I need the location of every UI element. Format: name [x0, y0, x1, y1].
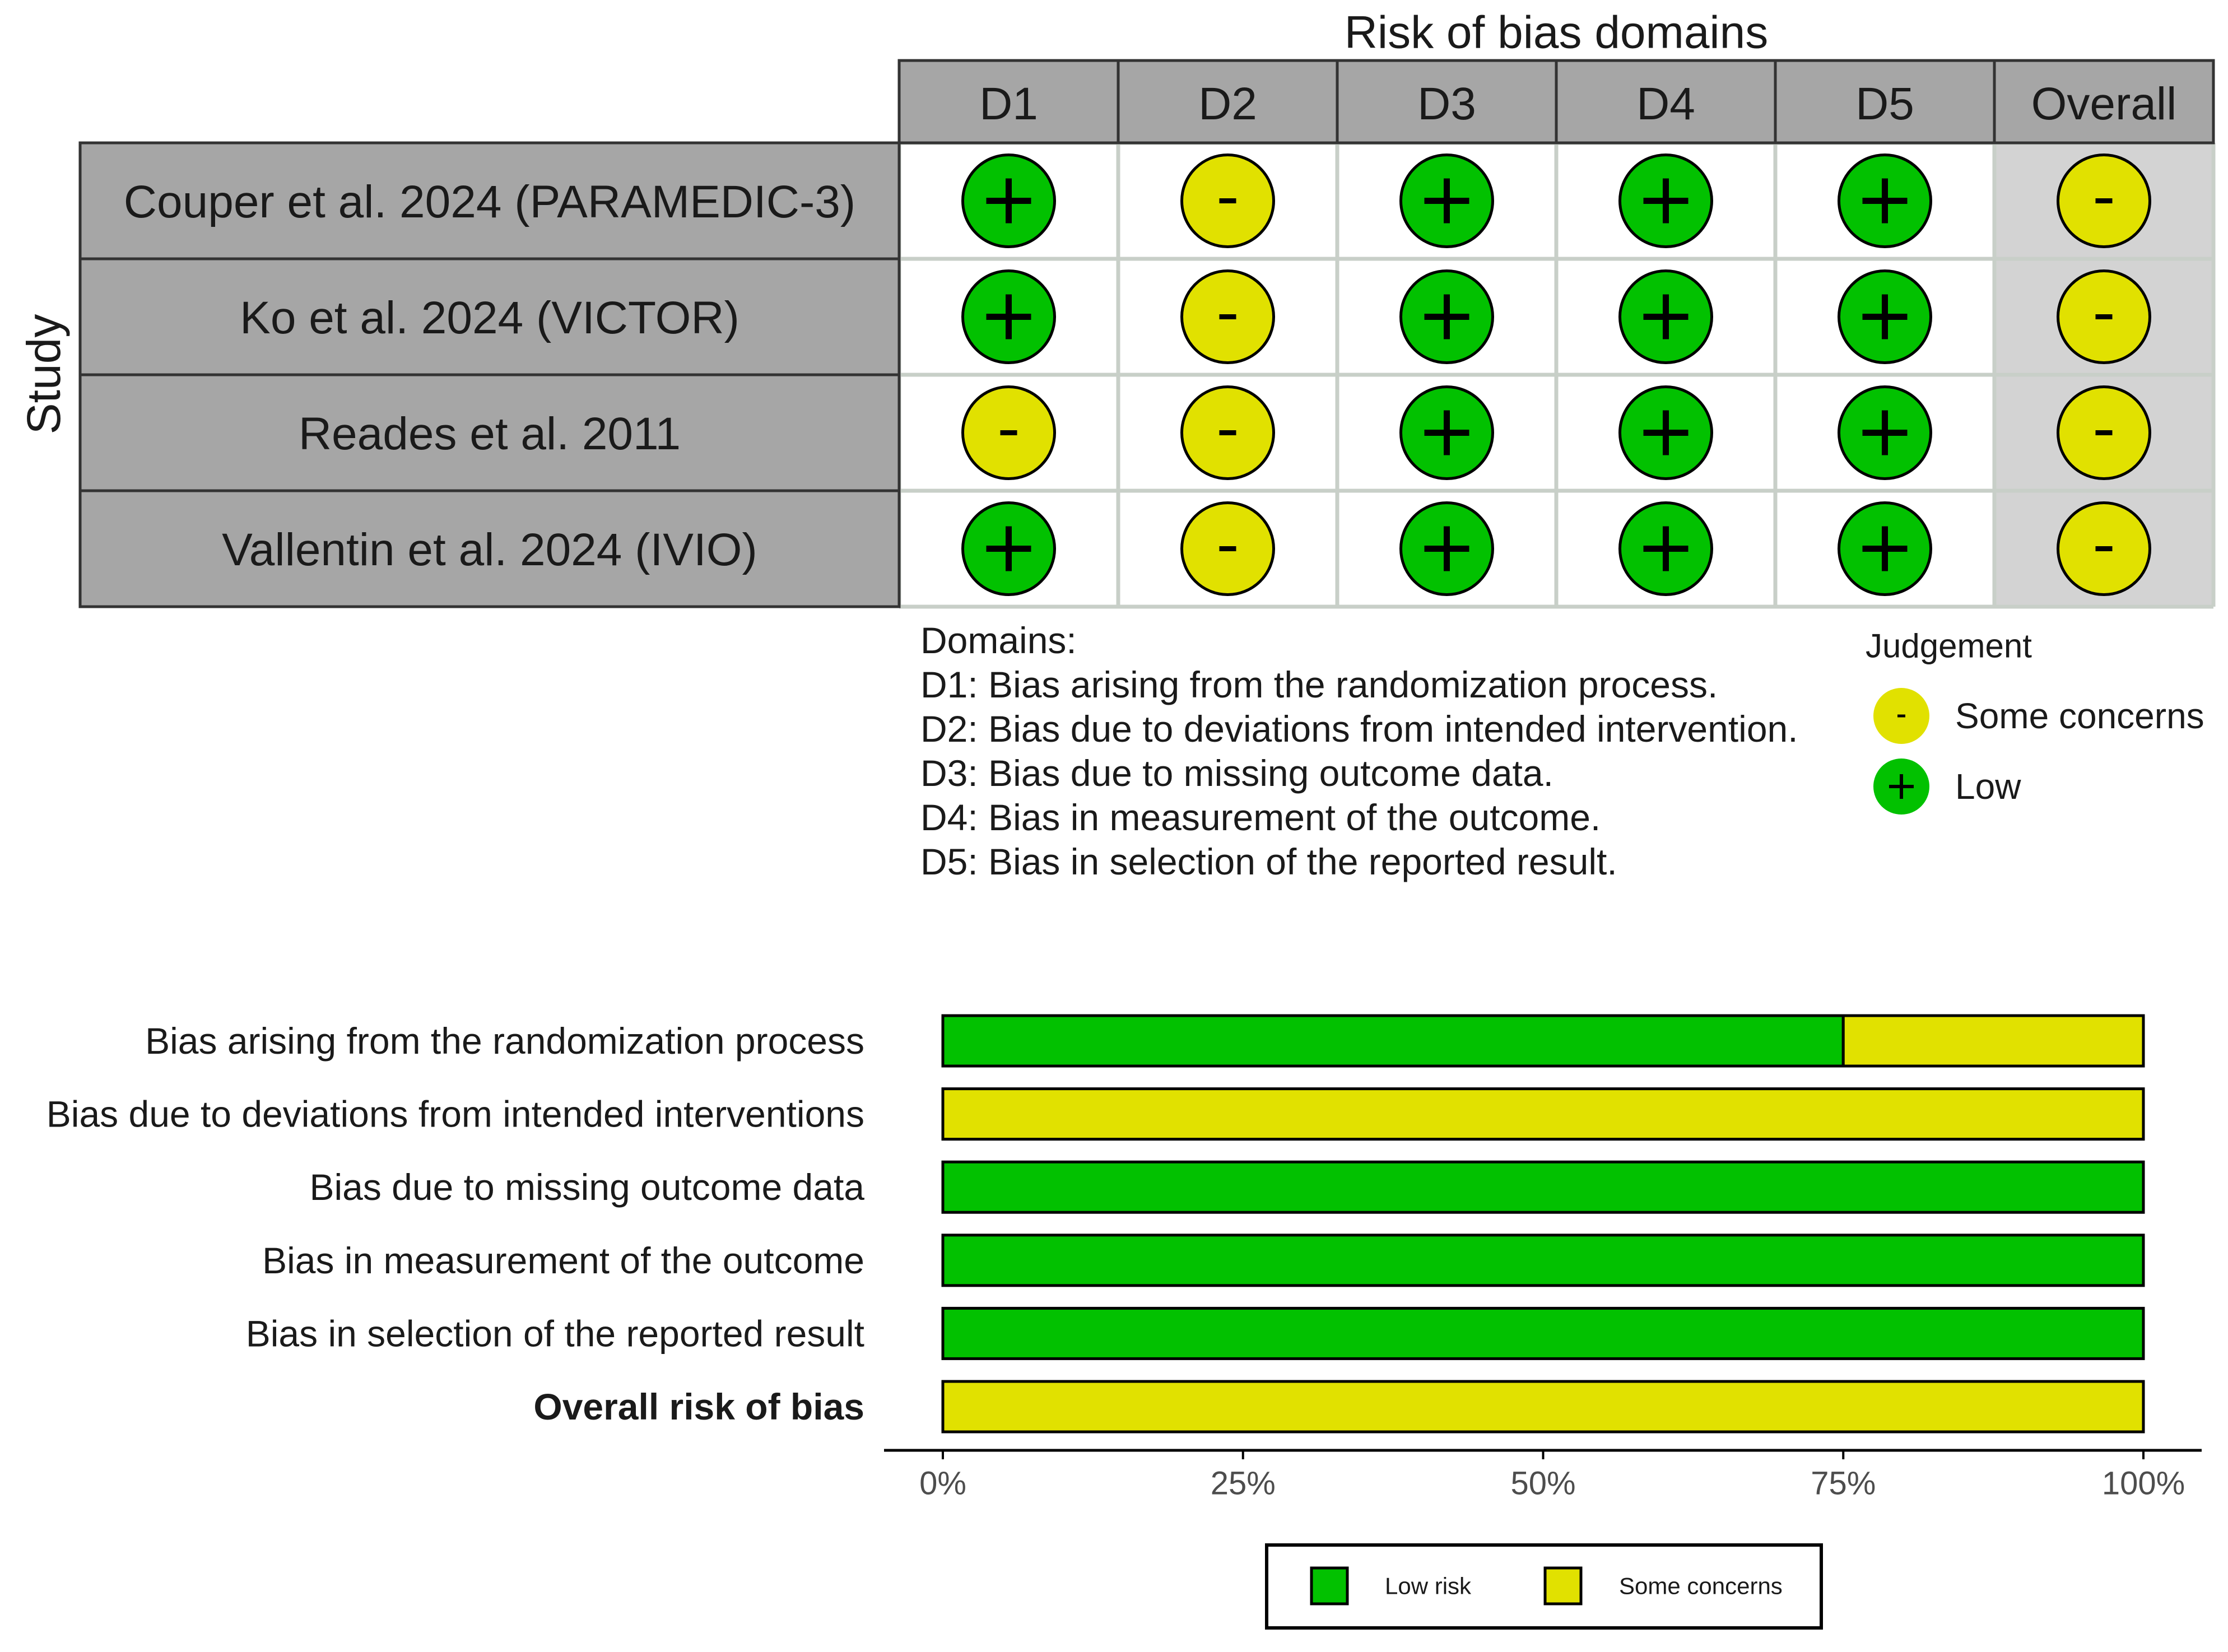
plus-icon	[1889, 774, 1914, 799]
column-header-cell	[1336, 59, 1558, 145]
bar-segment-some	[1841, 1014, 2145, 1068]
bar-legend-swatch-some	[1543, 1566, 1583, 1606]
bar-segment-low	[941, 1014, 1845, 1068]
category-label: Overall risk of bias	[533, 1386, 864, 1427]
bar-segment-low	[941, 1234, 2145, 1287]
plus-icon	[1424, 294, 1469, 339]
column-header-label: D4	[1636, 78, 1695, 129]
category-label: Bias due to missing outcome data	[309, 1166, 864, 1208]
study-label-cell	[78, 257, 901, 376]
study-label-cell	[78, 489, 901, 608]
domain-note: D4: Bias in measurement of the outcome.	[920, 797, 1601, 838]
category-label: Bias in selection of the reported result	[246, 1313, 864, 1354]
x-tick-label: 100%	[2102, 1465, 2185, 1502]
domain-note: D5: Bias in selection of the reported re…	[920, 841, 1617, 882]
plus-icon	[986, 178, 1031, 224]
study-name: Couper et al. 2024 (PARAMEDIC-3)	[124, 176, 855, 227]
bar-segment-low	[941, 1306, 2145, 1360]
plus-icon	[1862, 410, 1908, 455]
column-header-label: D1	[979, 78, 1038, 129]
plus-icon	[986, 526, 1031, 571]
plus-icon	[1643, 410, 1689, 455]
domain-note: D3: Bias due to missing outcome data.	[920, 752, 1553, 794]
plus-icon	[1424, 178, 1469, 224]
x-tick-label: 0%	[919, 1465, 966, 1502]
plus-icon	[986, 294, 1031, 339]
category-label: Bias in measurement of the outcome	[262, 1240, 864, 1281]
study-label-cell	[78, 141, 901, 260]
traffic-light-title: Risk of bias domains	[1345, 7, 1769, 58]
column-header-label: Overall	[2031, 78, 2177, 129]
judgement-legend-title: Judgement	[1866, 627, 2032, 665]
judgement-legend-label: Some concerns	[1955, 696, 2204, 736]
x-tick-label: 25%	[1211, 1465, 1276, 1502]
bar-segment-some	[941, 1380, 2145, 1434]
bar-segment-some	[941, 1087, 2145, 1141]
x-tick-label: 50%	[1510, 1465, 1575, 1502]
domain-note: D2: Bias due to deviations from intended…	[920, 708, 1798, 750]
bar-segment-low	[941, 1160, 2145, 1214]
plus-icon	[1862, 178, 1908, 224]
column-header-cell	[897, 59, 1120, 145]
plus-icon	[1424, 410, 1469, 455]
domains-heading: Domains:	[920, 620, 1077, 661]
column-header-cell	[1555, 59, 1777, 145]
column-header-cell	[1774, 59, 1996, 145]
plus-icon	[1424, 526, 1469, 571]
study-label-cell	[78, 373, 901, 492]
category-label: Bias arising from the randomization proc…	[145, 1020, 864, 1062]
study-name: Ko et al. 2024 (VICTOR)	[240, 292, 739, 343]
plus-icon	[1643, 526, 1689, 571]
column-header-cell	[1993, 59, 2215, 145]
plus-icon	[1862, 294, 1908, 339]
judgement-legend-label: Low	[1955, 766, 2021, 807]
study-name: Vallentin et al. 2024 (IVIO)	[222, 524, 757, 575]
column-header-label: D3	[1417, 78, 1476, 129]
y-axis-label-study: Study	[17, 314, 70, 435]
domain-note: D1: Bias arising from the randomization …	[920, 664, 1718, 705]
study-name: Reades et al. 2011	[299, 408, 681, 459]
column-header-label: D2	[1198, 78, 1257, 129]
plus-icon	[1862, 526, 1908, 571]
column-header-label: D5	[1855, 78, 1914, 129]
bar-legend-swatch-low	[1310, 1566, 1349, 1606]
category-label: Bias due to deviations from intended int…	[46, 1093, 864, 1135]
plus-icon	[1643, 294, 1689, 339]
plus-icon	[1643, 178, 1689, 224]
bar-legend-label: Low risk	[1385, 1573, 1472, 1599]
x-tick-label: 75%	[1811, 1465, 1876, 1502]
bar-legend-label: Some concerns	[1619, 1573, 1783, 1599]
